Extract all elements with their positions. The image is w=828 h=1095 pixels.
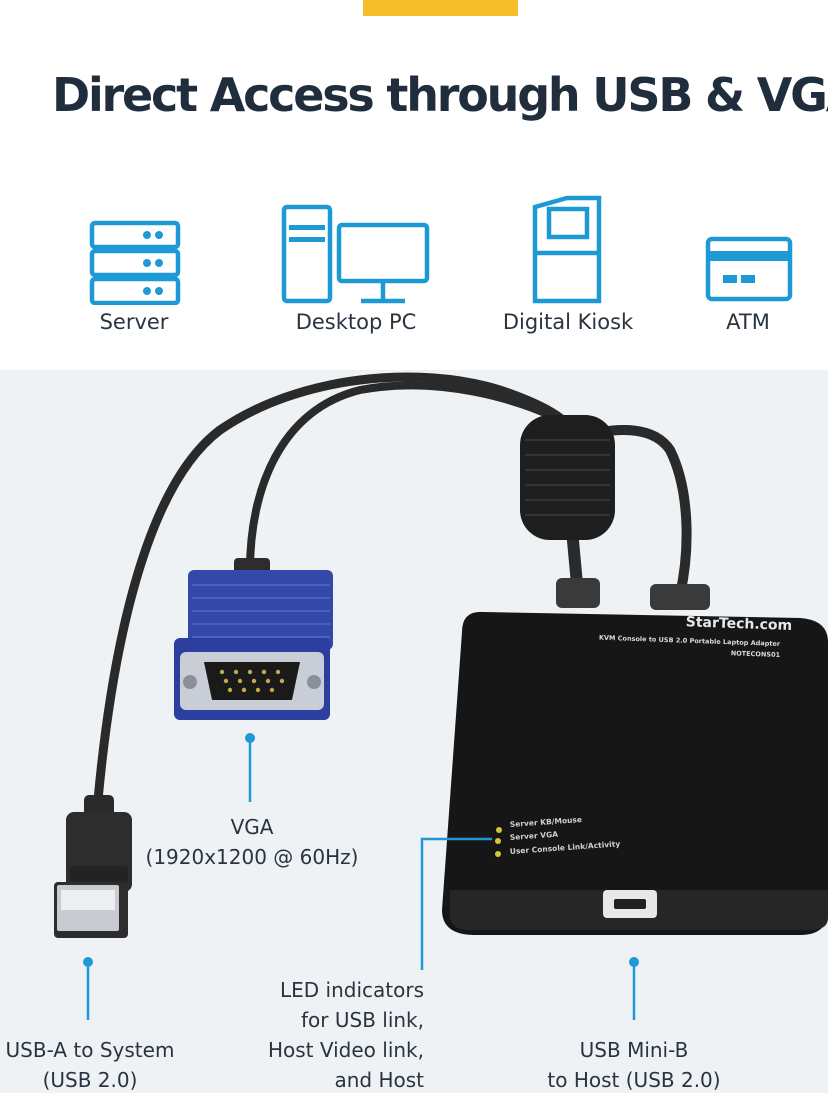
atm-icon xyxy=(705,195,793,305)
product-model: NOTECONS01 xyxy=(731,649,781,659)
desktop-pc-icon xyxy=(281,195,431,305)
callout-vga: VGA (1920x1200 @ 60Hz) xyxy=(145,815,359,869)
callout-usb-a: USB-A to System (USB 2.0) xyxy=(5,1038,175,1092)
device-label-server: Server xyxy=(99,310,169,334)
led-kb-mouse xyxy=(496,827,502,833)
device-label-desktop-pc: Desktop PC xyxy=(295,310,417,334)
product-photo: StarTech.com KVM Console to USB 2.0 Port… xyxy=(0,370,828,1093)
brand-logo: StarTech.com xyxy=(686,614,793,634)
kiosk-icon xyxy=(527,195,607,305)
page-title: Direct Access through USB & VGA xyxy=(52,68,828,122)
ferrite-bead xyxy=(520,415,615,540)
product-illustration: StarTech.com KVM Console to USB 2.0 Port… xyxy=(54,372,828,1020)
top-accent-bar xyxy=(363,0,518,16)
led-vga xyxy=(495,838,501,844)
server-icon xyxy=(89,195,181,305)
device-label-atm: ATM xyxy=(726,310,770,334)
usb-a-connector xyxy=(54,795,132,938)
adapter-body xyxy=(442,611,828,935)
callout-led-indicators: LED indicators for USB link, Host Video … xyxy=(267,978,424,1092)
vga-connector xyxy=(174,558,333,720)
device-label-digital-kiosk: Digital Kiosk xyxy=(502,310,634,334)
led-console xyxy=(495,851,501,857)
led-label-vga: Server VGA xyxy=(510,830,559,842)
callout-usb-mini-b: USB Mini-B to Host (USB 2.0) xyxy=(547,1038,721,1092)
